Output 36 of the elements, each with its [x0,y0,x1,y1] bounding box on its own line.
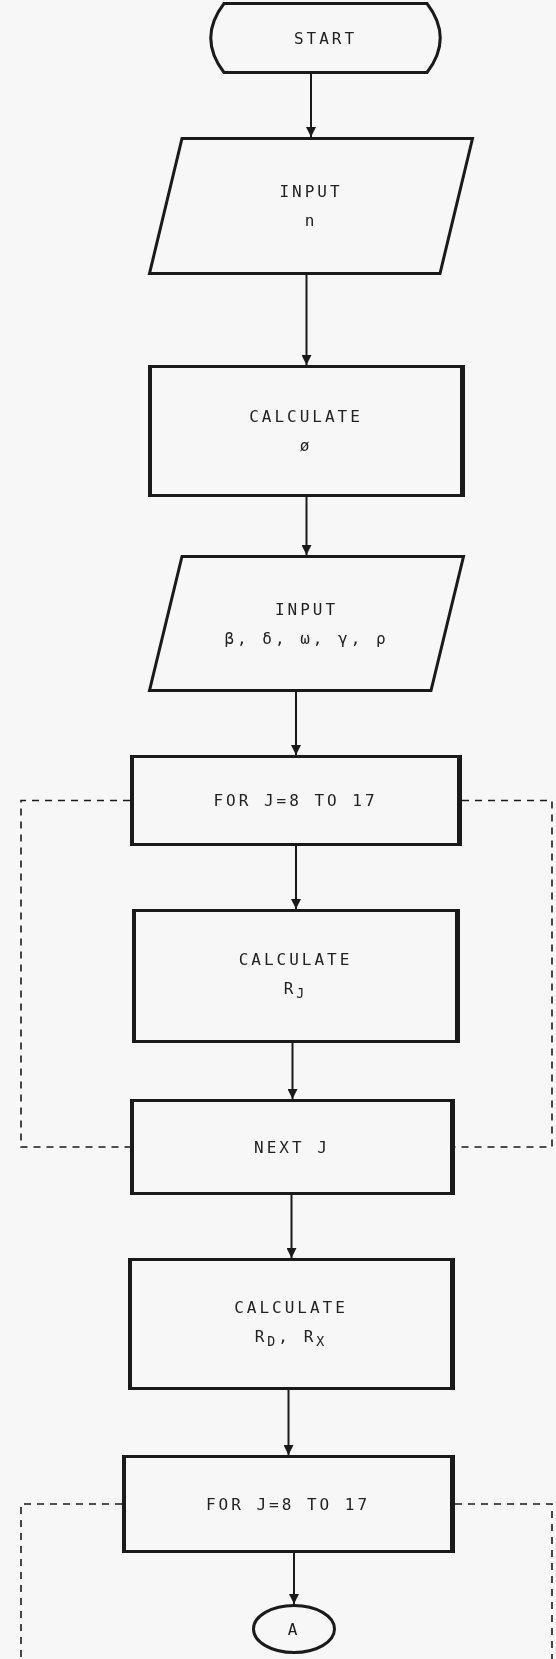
process-box [148,365,465,497]
arrow [283,1389,294,1456]
node-text: INPUT [274,599,339,619]
node-text: START [293,28,358,48]
node-text: β, δ, ω, γ, ρ [224,628,389,648]
arrow [291,691,301,756]
arrow [287,1042,298,1100]
arrow [301,496,312,556]
loop-end-box [130,1099,455,1195]
node-text: ø [299,436,313,455]
loop-line [20,799,131,1148]
node-text: n [304,211,318,230]
node-text: R$_{D}$, R$_{X}$ [254,1327,328,1350]
node-text: CALCULATE [234,1298,348,1318]
node-text: A [287,1619,301,1639]
arrow [286,1194,297,1259]
loop-line [454,1503,553,1659]
connector-circle [252,1604,336,1654]
node-text: INPUT [279,182,343,201]
node-text: CALCULATE [238,950,353,970]
arrow [306,73,316,138]
node-text: FOR J=8 TO 17 [213,791,378,810]
arrow [289,1552,299,1605]
node-text: R$_{J}$ [283,979,308,1002]
node-text: NEXT J [254,1137,330,1157]
process-box [128,1258,455,1390]
input-parallelogram [148,137,474,275]
node-text: FOR J=8 TO 17 [205,1494,371,1514]
arrow [291,845,301,910]
loop-start-box [130,755,462,846]
input-parallelogram [148,555,465,692]
process-box [132,909,460,1043]
node-text: CALCULATE [249,407,363,426]
loop-line [20,1503,123,1659]
arrow [301,274,312,366]
loop-start-box [122,1455,455,1553]
